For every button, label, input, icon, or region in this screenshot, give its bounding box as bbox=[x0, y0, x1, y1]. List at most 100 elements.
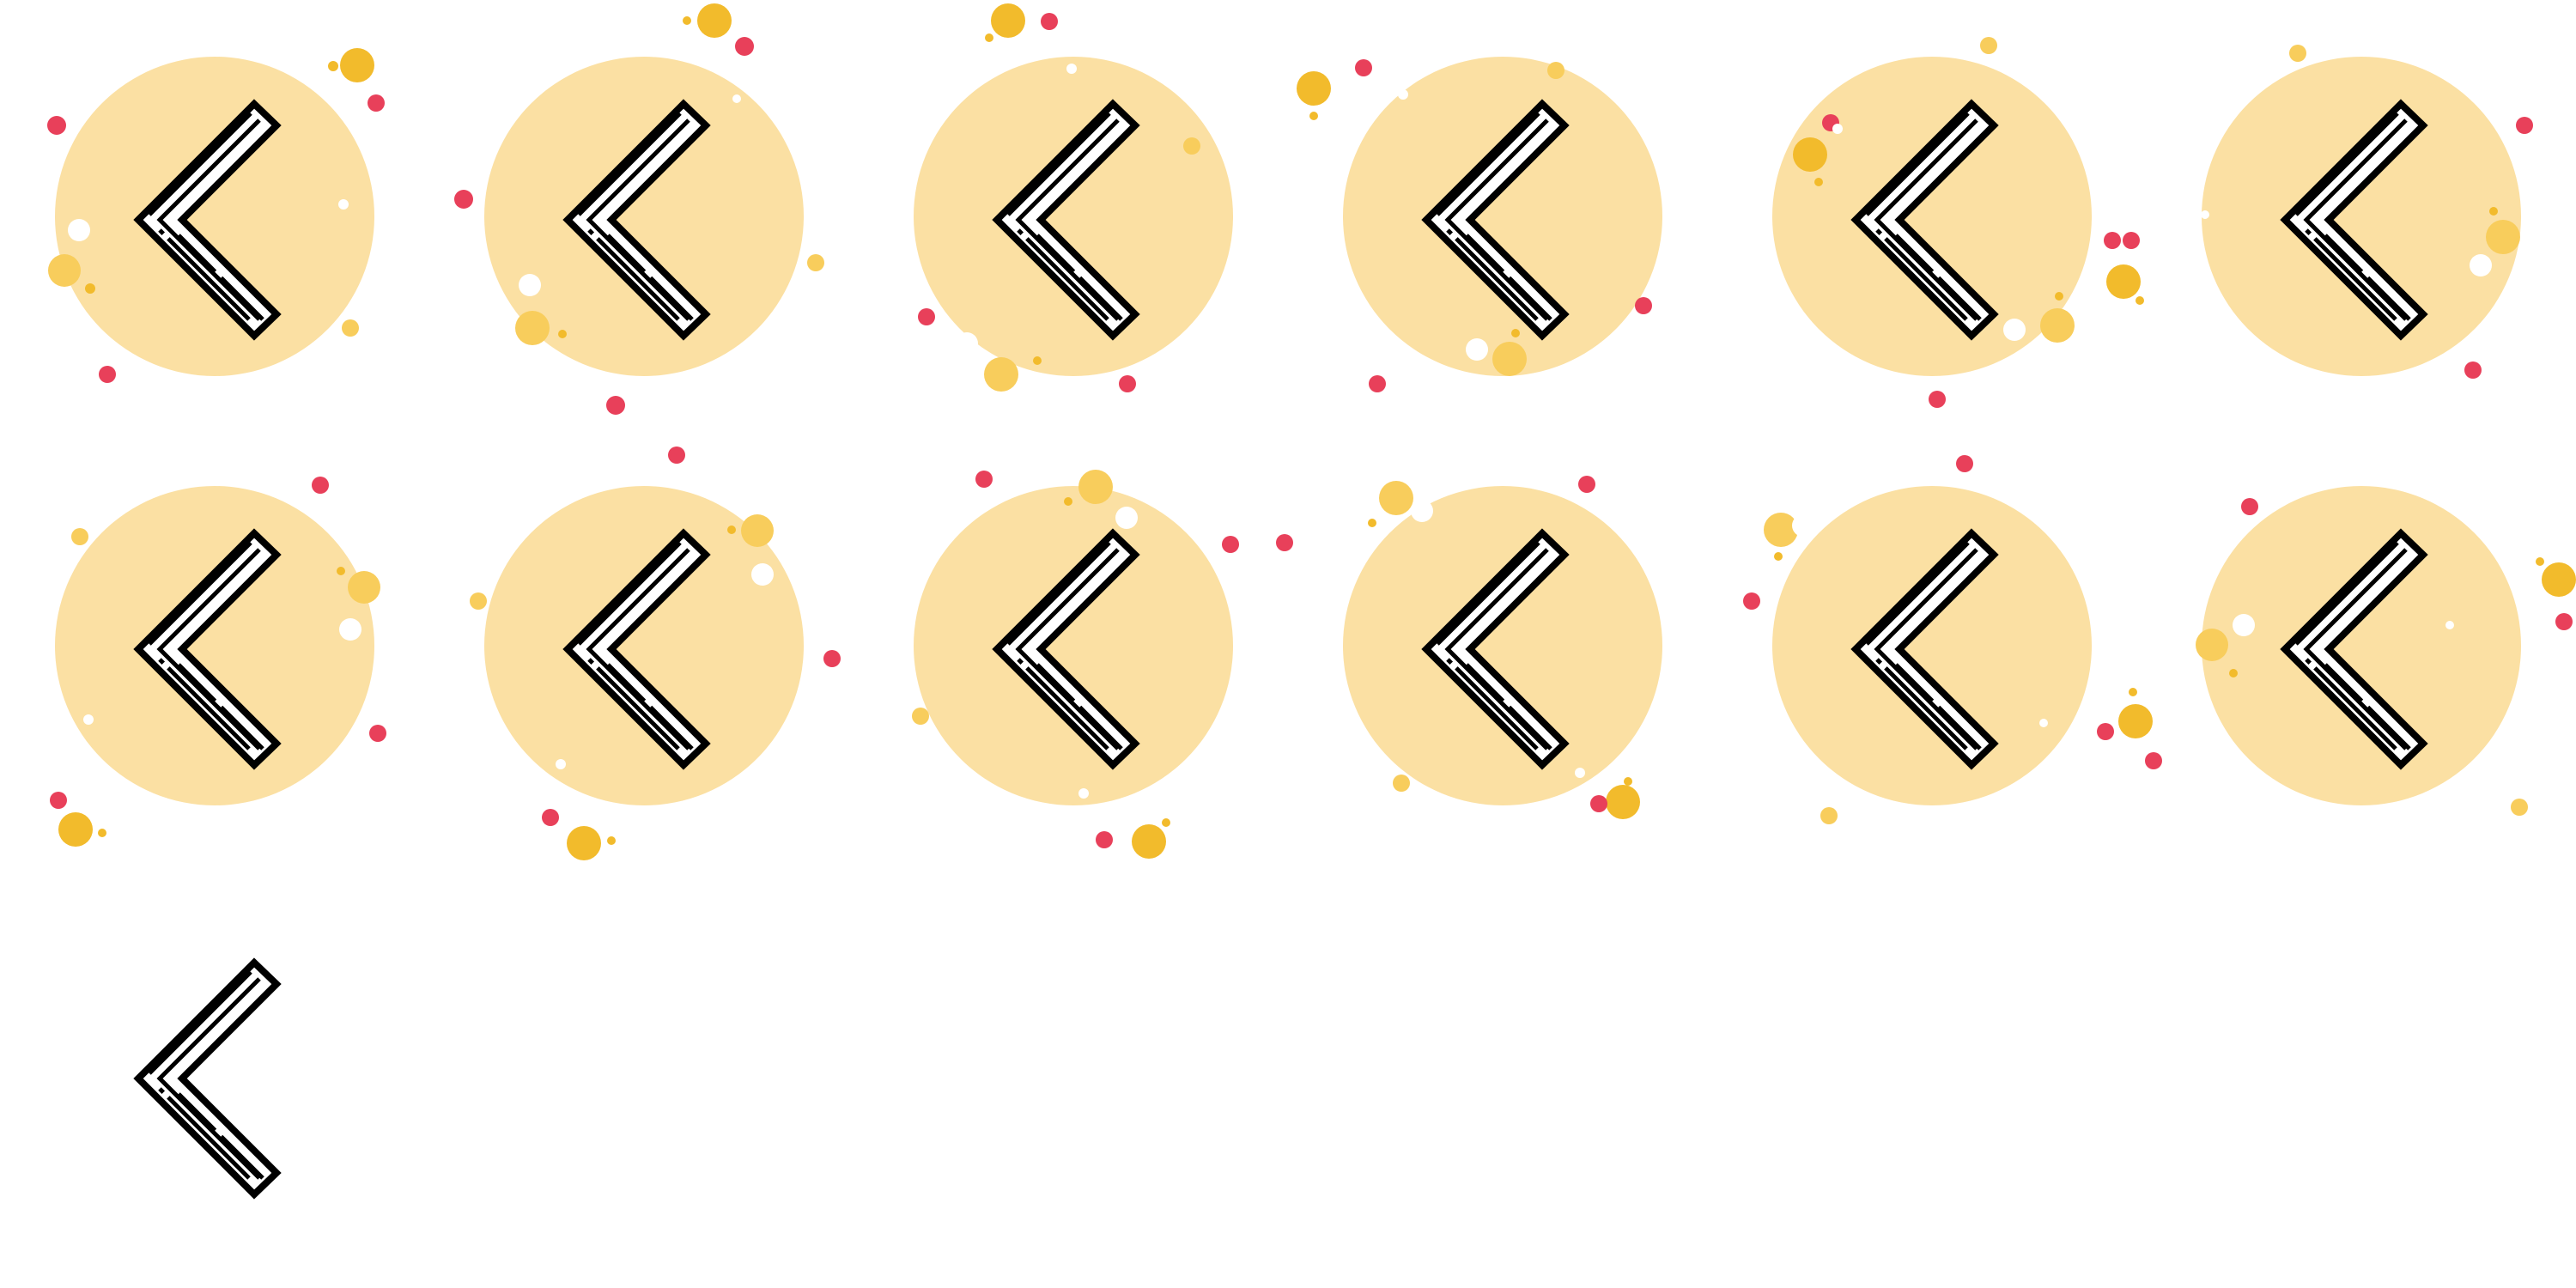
confetti-dot bbox=[48, 254, 81, 287]
confetti-dot bbox=[1222, 536, 1239, 553]
confetti-dot bbox=[1792, 514, 1814, 537]
confetti-dot bbox=[50, 792, 67, 809]
confetti-dot bbox=[2136, 296, 2144, 305]
confetti-dot bbox=[567, 826, 601, 860]
confetti-dot bbox=[2516, 117, 2533, 134]
confetti-dot bbox=[1309, 112, 1318, 120]
confetti-dot bbox=[98, 829, 106, 837]
badge-circle bbox=[2202, 57, 2521, 376]
confetti-dot bbox=[1355, 59, 1372, 76]
chevron-left-icon bbox=[1421, 528, 1570, 770]
confetti-dot bbox=[338, 199, 349, 210]
confetti-dot bbox=[1411, 500, 1433, 522]
confetti-dot bbox=[340, 48, 374, 82]
badge-circle bbox=[1772, 57, 2092, 376]
confetti-dot bbox=[697, 3, 732, 38]
confetti-dot bbox=[1096, 831, 1113, 848]
confetti-dot bbox=[1956, 455, 1973, 472]
confetti-dot bbox=[735, 37, 754, 56]
confetti-dot bbox=[1064, 497, 1072, 506]
confetti-dot bbox=[339, 618, 361, 641]
chevron-left-icon bbox=[133, 528, 282, 770]
confetti-dot bbox=[2145, 752, 2162, 769]
confetti-dot bbox=[1466, 338, 1488, 361]
badge-circle bbox=[55, 486, 374, 805]
confetti-dot bbox=[558, 330, 567, 338]
badge-circle bbox=[484, 57, 804, 376]
confetti-dot bbox=[342, 319, 359, 337]
confetti-dot bbox=[984, 357, 1018, 392]
chevron-left-badge-icon bbox=[859, 0, 1271, 412]
confetti-dot bbox=[1297, 71, 1331, 106]
confetti-dot bbox=[1078, 470, 1113, 504]
confetti-dot bbox=[2241, 498, 2258, 515]
confetti-dot bbox=[1162, 818, 1170, 827]
confetti-dot bbox=[668, 447, 685, 464]
confetti-dot bbox=[1832, 124, 1843, 134]
confetti-dot bbox=[991, 3, 1025, 38]
confetti-dot bbox=[515, 311, 550, 345]
confetti-dot bbox=[2123, 232, 2140, 249]
confetti-dot bbox=[99, 366, 116, 383]
confetti-dot bbox=[2289, 45, 2306, 62]
confetti-dot bbox=[2470, 254, 2492, 276]
confetti-dot bbox=[956, 332, 978, 355]
confetti-dot bbox=[1368, 519, 1376, 527]
chevron-left-icon bbox=[992, 528, 1140, 770]
confetti-dot bbox=[58, 812, 93, 847]
confetti-dot bbox=[2511, 799, 2528, 816]
chevron-left-icon bbox=[133, 99, 282, 341]
chevron-left-badge-icon bbox=[1276, 429, 1700, 841]
confetti-dot bbox=[985, 33, 993, 42]
chevron-left-icon bbox=[992, 99, 1140, 341]
badge-circle bbox=[1343, 57, 1662, 376]
confetti-dot bbox=[1590, 795, 1607, 812]
confetti-dot bbox=[1379, 481, 1413, 515]
confetti-dot bbox=[807, 254, 824, 271]
badge-circle bbox=[1772, 486, 2092, 805]
confetti-dot bbox=[2233, 614, 2255, 636]
chevron-left-icon bbox=[133, 957, 282, 1200]
confetti-dot bbox=[1606, 785, 1640, 819]
confetti-dot bbox=[2536, 557, 2544, 566]
confetti-dot bbox=[1119, 375, 1136, 392]
badge-circle bbox=[484, 486, 804, 805]
confetti-dot bbox=[912, 708, 929, 725]
confetti-dot bbox=[83, 714, 94, 725]
confetti-dot bbox=[2040, 308, 2075, 343]
chevron-left-badge-icon bbox=[1288, 0, 1700, 412]
confetti-dot bbox=[71, 528, 88, 545]
confetti-dot bbox=[1276, 534, 1293, 551]
confetti-dot bbox=[1774, 552, 1783, 561]
confetti-dot bbox=[1492, 342, 1527, 376]
confetti-dot bbox=[1115, 507, 1138, 529]
confetti-dot bbox=[2445, 621, 2454, 629]
confetti-dot bbox=[68, 219, 90, 241]
confetti-dot bbox=[1041, 13, 1058, 30]
confetti-dot bbox=[732, 94, 741, 103]
confetti-dot bbox=[2486, 220, 2520, 254]
chevron-left-badge-icon bbox=[0, 0, 412, 412]
confetti-dot bbox=[1764, 513, 1798, 547]
confetti-dot bbox=[2104, 232, 2121, 249]
chevron-left-badge-icon bbox=[429, 0, 841, 415]
confetti-dot bbox=[2555, 613, 2573, 630]
confetti-dot bbox=[2201, 210, 2209, 219]
confetti-dot bbox=[1980, 37, 1997, 54]
chevron-left-badge-icon bbox=[859, 429, 1271, 859]
confetti-dot bbox=[1398, 89, 1408, 100]
badge-circle bbox=[55, 57, 374, 376]
confetti-dot bbox=[1624, 777, 1632, 786]
chevron-left-badge-icon bbox=[1717, 0, 2140, 412]
chevron-left-plain-icon bbox=[0, 859, 412, 1271]
confetti-dot bbox=[1793, 137, 1827, 172]
confetti-dot bbox=[1635, 297, 1652, 314]
confetti-dot bbox=[1547, 62, 1564, 79]
confetti-dot bbox=[2542, 562, 2576, 597]
confetti-dot bbox=[727, 526, 736, 534]
chevron-left-icon bbox=[1850, 99, 1999, 341]
confetti-dot bbox=[1066, 64, 1077, 74]
chevron-left-badge-icon bbox=[429, 429, 841, 860]
confetti-dot bbox=[1183, 137, 1200, 155]
confetti-dot bbox=[368, 94, 385, 112]
